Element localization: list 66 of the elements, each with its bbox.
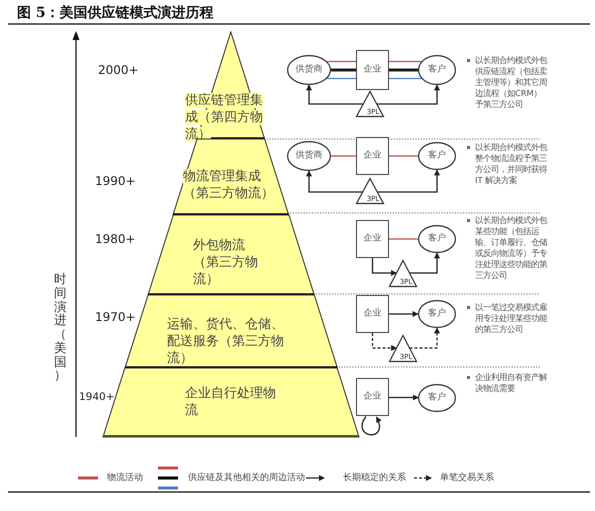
arrow bbox=[410, 252, 440, 274]
year-label: 1980+ bbox=[95, 232, 136, 246]
node-label: 企业 bbox=[362, 234, 382, 244]
description-text: 企业利用自有资产解决物流需要 bbox=[475, 372, 547, 394]
node-label: 客户 bbox=[427, 308, 447, 320]
year-label: 2000+ bbox=[98, 63, 139, 77]
arrow bbox=[361, 416, 382, 436]
ellipse-node bbox=[418, 55, 456, 85]
node-label: 企业 bbox=[362, 308, 382, 320]
node-label: 客户 bbox=[427, 64, 447, 76]
connector-line bbox=[389, 60, 422, 62]
legend-label: 供应链及其他相关的周边活动 bbox=[188, 472, 305, 484]
legend-label: 物流活动 bbox=[107, 472, 143, 484]
figure-title: 图 5：美国供应链模式演进历程 bbox=[17, 4, 214, 22]
arrow bbox=[389, 311, 419, 317]
triangle-node bbox=[356, 178, 384, 204]
year-label: 1940+ bbox=[79, 391, 115, 403]
node-label: 企业 bbox=[362, 64, 382, 76]
axis-label: 时间演进（美国） bbox=[54, 272, 66, 382]
ellipse-node bbox=[418, 384, 456, 412]
process-box bbox=[356, 295, 389, 333]
node-label: 客户 bbox=[427, 150, 447, 162]
description-text: 以一笔过交易模式雇用专注处理某些功能的第三方公司 bbox=[475, 302, 547, 335]
arrow bbox=[306, 84, 363, 105]
process-box bbox=[356, 220, 389, 258]
connector-line bbox=[331, 68, 356, 72]
process-box bbox=[356, 50, 389, 90]
connector-line bbox=[327, 78, 356, 80]
arrow bbox=[377, 84, 440, 105]
triangle-node bbox=[356, 91, 384, 117]
arrow bbox=[410, 327, 440, 349]
connector-line bbox=[389, 68, 418, 72]
arrow bbox=[372, 333, 398, 351]
pyramid-band bbox=[148, 215, 314, 295]
connector-line bbox=[389, 155, 418, 157]
legend-label: 单笔交易关系 bbox=[440, 472, 494, 484]
node-label: 供货商 bbox=[294, 150, 324, 162]
node-label: 客户 bbox=[427, 392, 447, 404]
connector-line bbox=[327, 60, 356, 62]
ellipse-node bbox=[287, 55, 331, 85]
connector-line bbox=[389, 78, 422, 80]
ellipse-node bbox=[418, 142, 456, 170]
arrow bbox=[389, 394, 419, 400]
node-label: 客户 bbox=[427, 234, 447, 244]
node-label: 企业 bbox=[362, 392, 382, 402]
connector-line bbox=[389, 238, 418, 240]
process-box bbox=[356, 137, 389, 175]
node-label: 供货商 bbox=[294, 64, 324, 76]
description-text: 以长期合约模式外包整个物流流程予第三方公司，并同时获得 IT 解决方案 bbox=[475, 142, 547, 186]
triangle-node bbox=[389, 335, 417, 362]
ellipse-node bbox=[287, 141, 331, 171]
year-label: 1970+ bbox=[95, 310, 136, 324]
ellipse-node bbox=[418, 225, 456, 253]
node-label: 企业 bbox=[362, 150, 382, 162]
pyramid-band bbox=[173, 139, 289, 215]
triangle-node bbox=[389, 260, 417, 287]
year-label: 1990+ bbox=[95, 174, 136, 188]
arrow bbox=[378, 169, 440, 193]
description-text: 以长期合约模式外包某些功能（包括运输、订单履行、仓储或反向物流等）予专注处理这些功能的第三方公司 bbox=[475, 215, 547, 281]
description-text: 以长期合约模式外包供应链流程（包括卖主管理等）和其它周边流程（如CRM）予第三方公司 bbox=[475, 55, 547, 110]
process-box bbox=[356, 378, 389, 416]
ellipse-node bbox=[418, 300, 456, 328]
arrow bbox=[306, 170, 362, 193]
connector-line bbox=[331, 155, 356, 157]
arrow bbox=[372, 258, 398, 276]
legend-label: 长期稳定的关系 bbox=[343, 472, 406, 484]
